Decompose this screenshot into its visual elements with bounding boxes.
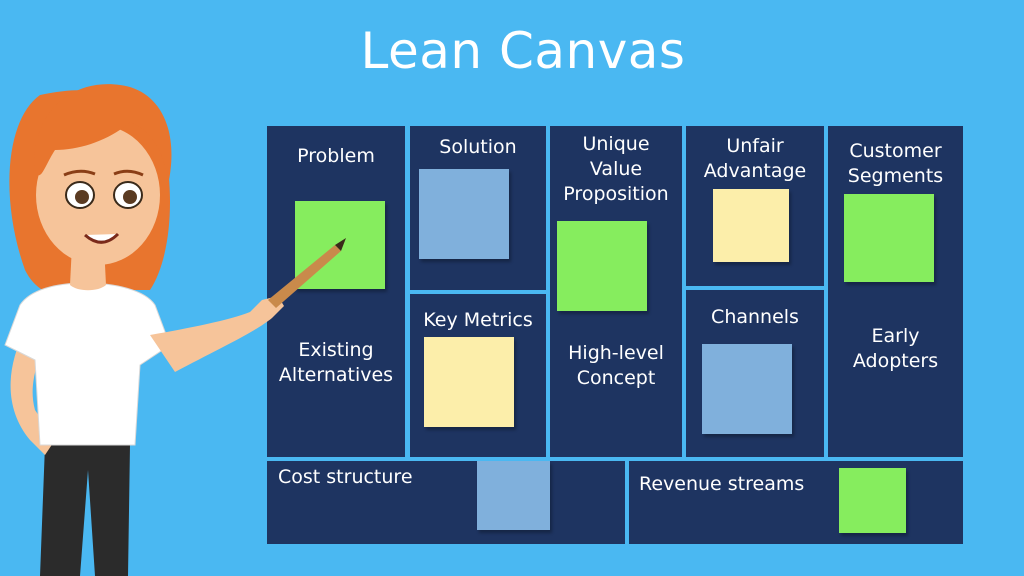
unfair-advantage-heading-line1: Unfair	[726, 135, 784, 157]
sticky-note-green	[557, 221, 647, 311]
existing-alternatives-line1: Existing	[298, 339, 374, 361]
sticky-note-yellow	[713, 189, 789, 262]
page-title: Lean Canvas	[360, 22, 686, 80]
sticky-note-green	[844, 194, 934, 282]
shirt	[4, 282, 171, 446]
customer-segments-cell: Customer Segments Early Adopters	[826, 124, 965, 459]
customer-segments-heading-line1: Customer	[849, 140, 942, 162]
unfair-advantage-cell: Unfair Advantage	[684, 124, 826, 288]
uvp-heading-line1: Unique	[582, 133, 650, 155]
sticky-note-blue	[477, 461, 550, 530]
solution-cell: Solution	[408, 124, 548, 292]
sticky-note-green	[839, 468, 906, 533]
early-adopters-line1: Early	[871, 325, 920, 347]
right-arm	[150, 296, 284, 372]
problem-heading: Problem	[297, 145, 375, 167]
sticky-note-blue	[419, 169, 509, 259]
early-adopters-line2: Adopters	[852, 350, 939, 372]
high-level-concept-line2: Concept	[576, 367, 656, 389]
unfair-advantage-heading-line2: Advantage	[703, 160, 807, 182]
solution-heading: Solution	[439, 136, 517, 158]
mouth	[84, 232, 120, 244]
channels-cell: Channels	[684, 288, 826, 459]
presenter-illustration	[4, 84, 346, 576]
sticky-note-blue	[702, 344, 792, 434]
revenue-streams-cell: Revenue streams	[627, 459, 965, 546]
existing-alternatives-line2: Alternatives	[278, 364, 394, 386]
channels-heading: Channels	[711, 306, 799, 328]
key-metrics-cell: Key Metrics	[408, 292, 548, 459]
cost-structure-cell: Cost structure	[265, 459, 627, 546]
revenue-streams-heading: Revenue streams	[639, 473, 805, 495]
legs	[40, 445, 130, 576]
customer-segments-heading-line2: Segments	[847, 165, 944, 187]
uvp-cell: Unique Value Proposition High-level Conc…	[548, 124, 684, 459]
problem-cell: Problem Existing Alternatives	[265, 124, 407, 459]
uvp-heading-line3: Proposition	[563, 183, 669, 205]
uvp-heading-line2: Value	[589, 158, 643, 180]
sticky-note-yellow	[424, 337, 514, 427]
high-level-concept-line1: High-level	[568, 342, 664, 364]
hair-front	[34, 84, 172, 185]
face	[36, 125, 160, 265]
cost-structure-heading: Cost structure	[278, 466, 413, 488]
pencil-icon	[268, 238, 346, 308]
key-metrics-heading: Key Metrics	[423, 309, 533, 331]
